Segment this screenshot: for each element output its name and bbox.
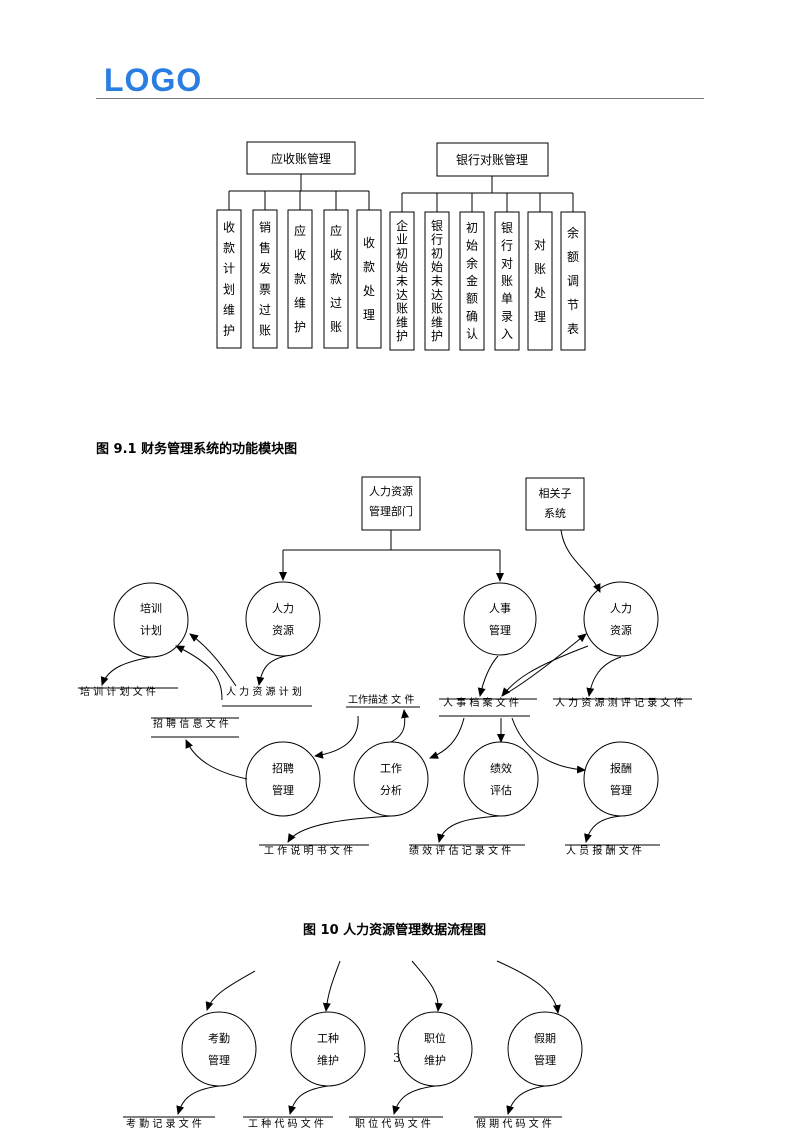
- figure1-caption: 图 9.1 财务管理系统的功能模块图: [96, 442, 298, 457]
- process-label: 报酬: [610, 761, 632, 775]
- entity-related-subsystem-line1: 相关子: [539, 486, 572, 500]
- process-recruitment: [245, 741, 321, 817]
- submodule-label: 收款处理: [363, 236, 375, 322]
- process-label: 职位: [424, 1031, 446, 1045]
- process-leave: [507, 1011, 583, 1087]
- process-label: 工作: [380, 762, 402, 775]
- entity-related-subsystem: [525, 477, 585, 531]
- process-position: [397, 1011, 473, 1087]
- entity-hr-department-line1: 人力资源: [369, 484, 413, 498]
- data-store-label: 人 事 档 案 文 件: [443, 696, 519, 709]
- process-label: 管理: [534, 1053, 556, 1067]
- process-label: 招聘: [272, 761, 294, 775]
- process-label: 管理: [610, 783, 632, 797]
- figure3-flows: [176, 960, 561, 1115]
- process-label: 绩效: [490, 761, 512, 775]
- data-store-label: 工作描述 文 件: [348, 693, 414, 706]
- data-store-label: 人 员 报 酬 文 件: [566, 844, 642, 857]
- submodule-label: 应收款维护: [294, 223, 306, 334]
- figure2-caption: 图 10 人力资源管理数据流程图: [303, 923, 487, 938]
- entity-hr-department-line2: 管理部门: [369, 504, 413, 518]
- process-label: 假期: [534, 1031, 556, 1045]
- process-attendance: [181, 1011, 257, 1087]
- submodule-label: 初始余金额确认: [466, 221, 478, 341]
- figure1-structure-chart: [216, 141, 586, 351]
- figure2-flows: [100, 529, 622, 843]
- process-label: 考勤: [208, 1032, 230, 1045]
- process-label: 资源: [272, 623, 294, 637]
- submodule-label: 收款计划维护: [223, 220, 235, 337]
- submodule-label: 余额调节表: [567, 225, 579, 336]
- process-label: 人力: [272, 602, 294, 615]
- data-store-label: 工 作 说 明 书 文 件: [264, 844, 353, 857]
- header-rule: [96, 98, 704, 99]
- process-label: 维护: [317, 1053, 339, 1067]
- process-label: 计划: [140, 624, 162, 637]
- process-job-type: [290, 1011, 366, 1087]
- data-store-label: 考 勤 记 录 文 件: [126, 1117, 202, 1130]
- submodule-label: 银行初始未达账维护: [431, 219, 443, 343]
- submodule-label: 对账处理: [534, 238, 546, 324]
- figure1-submodule-labels: 收款计划维护 销售发票过账 应收款维护 应收款过账 收款处理 企业初始未达账维护 银行初始未…: [223, 218, 579, 343]
- submodule-label: 企业初始未达账维护: [396, 218, 408, 343]
- process-label: 维护: [424, 1053, 446, 1067]
- page-number: 3: [393, 1051, 401, 1065]
- data-store-label: 职 位 代 码 文 件: [355, 1117, 431, 1130]
- data-store-label: 培 训 计 划 文 件: [80, 685, 156, 698]
- module-title-receivables: 应收账管理: [271, 151, 331, 166]
- process-label: 管理: [489, 623, 511, 637]
- entity-related-subsystem-line2: 系统: [544, 507, 566, 520]
- submodule-label: 销售发票过账: [259, 220, 271, 337]
- logo: LOGO: [104, 62, 203, 98]
- process-label: 工种: [317, 1031, 339, 1045]
- process-job-analysis: [353, 741, 429, 817]
- process-label: 管理: [272, 783, 294, 797]
- process-performance: [463, 741, 539, 817]
- process-label: 管理: [208, 1053, 230, 1067]
- process-compensation: [583, 741, 659, 817]
- data-store-label: 人 力 资 源 测 评 记 录 文 件: [555, 696, 684, 709]
- data-store-label: 人 力 资 源 计 划: [226, 685, 302, 698]
- data-store-label: 绩 效 评 估 记 录 文 件: [409, 844, 511, 857]
- process-hr-planning: [245, 581, 321, 657]
- process-label: 资源: [610, 623, 632, 637]
- process-label: 人事: [489, 602, 511, 615]
- data-store-label: 假 期 代 码 文 件: [476, 1117, 552, 1130]
- process-hr-evaluation: [583, 581, 659, 657]
- process-label: 分析: [380, 783, 402, 797]
- data-store-label: 招 聘 信 息 文 件: [153, 717, 229, 730]
- module-title-bank: 银行对账管理: [456, 152, 528, 167]
- submodule-label: 银行对账单录入: [501, 221, 513, 341]
- submodule-label: 应收款过账: [330, 223, 342, 334]
- process-label: 人力: [610, 602, 632, 615]
- process-label: 培训: [140, 601, 162, 615]
- process-personnel-management: [463, 582, 537, 656]
- data-store-label: 工 种 代 码 文 件: [248, 1117, 324, 1130]
- process-label: 评估: [490, 784, 512, 797]
